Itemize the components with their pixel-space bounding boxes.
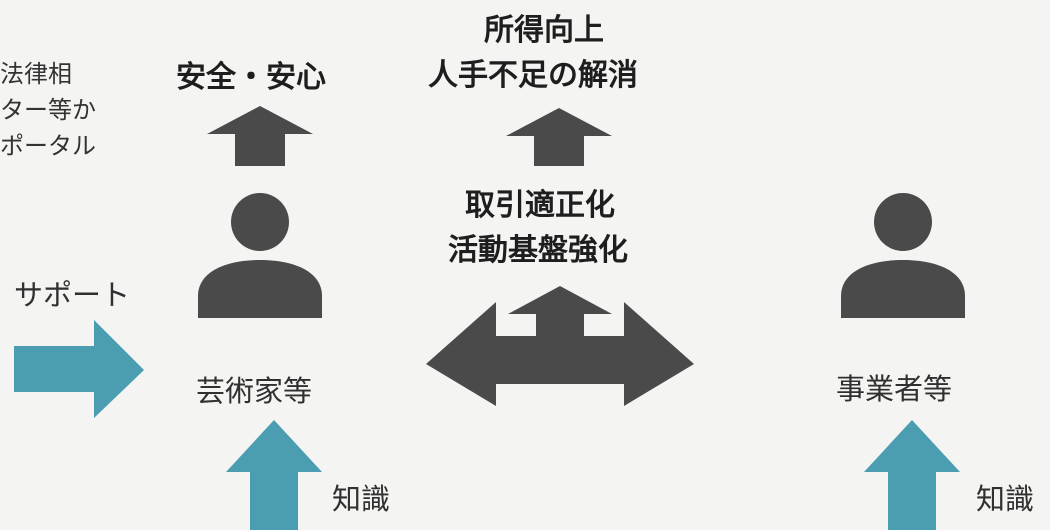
up-arrow-icon xyxy=(506,108,612,166)
right-arrow-icon xyxy=(14,320,144,418)
side-note-line: 法律相 xyxy=(0,60,72,88)
knowledge-label: 知識 xyxy=(976,482,1035,516)
outcome-income: 所得向上 xyxy=(484,13,604,48)
middle-line1: 取引適正化 xyxy=(465,188,615,223)
up-arrow-icon xyxy=(226,420,322,530)
outcome-labor: 人手不足の解消 xyxy=(428,58,638,93)
double-arrow-icon xyxy=(426,286,694,406)
middle-line2: 活動基盤強化 xyxy=(448,233,628,268)
side-note: 法律相 ター等か ポータル xyxy=(0,56,96,164)
knowledge-label: 知識 xyxy=(332,482,391,516)
up-arrow-icon xyxy=(864,420,960,530)
business-label: 事業者等 xyxy=(836,372,953,406)
outcome-safety: 安全・安心 xyxy=(176,60,326,95)
side-note-line: ポータル xyxy=(0,132,96,160)
person-icon xyxy=(841,193,965,318)
artist-label: 芸術家等 xyxy=(196,374,313,408)
up-arrow-icon xyxy=(207,106,313,166)
support-label: サポート xyxy=(14,278,131,312)
side-note-line: ター等か xyxy=(0,96,96,124)
person-icon xyxy=(198,193,322,318)
